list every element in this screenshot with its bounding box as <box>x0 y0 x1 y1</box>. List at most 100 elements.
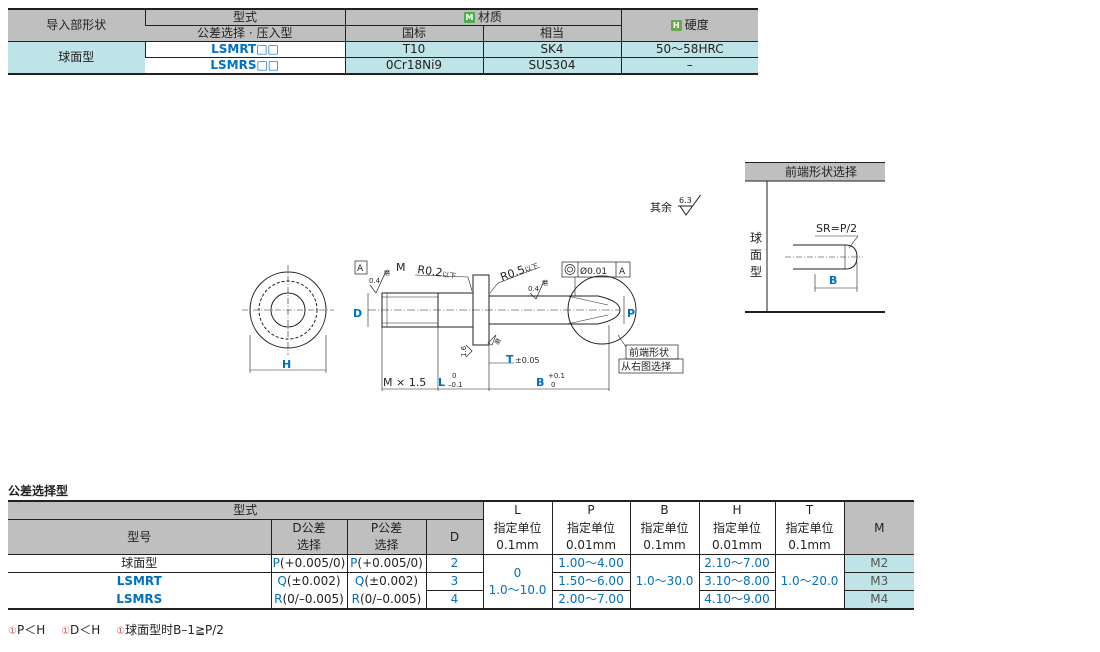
model-cell: 球面型 <box>8 554 271 573</box>
dim-P: P <box>627 307 635 320</box>
tip-label-2: 从右图选择 <box>621 360 671 373</box>
dim-L: L <box>438 376 445 389</box>
dim-M-length: M × 1.5 <box>383 376 426 389</box>
svg-text:Ø0.01: Ø0.01 <box>580 266 607 277</box>
p-tol-cell: Q(±0.002) <box>346 572 426 591</box>
roughness-symbol-icon <box>529 280 545 300</box>
end-view <box>242 265 334 373</box>
shape-box-title: 前端形状选择 <box>785 164 857 179</box>
h-range-cell: 2.10～7.00 <box>698 554 775 573</box>
header-tolerance-press: 公差选择 · 压入型 <box>145 25 345 42</box>
d-cell: 4 <box>425 590 483 610</box>
header-shape: 导入部形状 <box>8 8 145 42</box>
t-range-cell: 1.0～20.0 <box>774 554 844 610</box>
svg-text:磨: 磨 <box>493 337 503 346</box>
svg-text:–0.1: –0.1 <box>448 381 463 389</box>
svg-text:磨: 磨 <box>542 279 548 287</box>
footnotes: ①P＜H ①D＜H ①球面型时B–1≧P/2 <box>8 621 236 638</box>
header-m: M <box>843 500 914 555</box>
hardness-cell: – <box>620 57 758 75</box>
header-d: D <box>425 519 483 555</box>
note-marker-icon: ① <box>61 626 71 637</box>
d-tol-cell: Q(±0.002) <box>270 572 347 591</box>
footnote: ①P＜H <box>8 623 46 637</box>
p-tol-cell: R(0/–0.005) <box>346 590 426 610</box>
p-range-cell: 1.50～6.00 <box>551 572 630 591</box>
b-range-cell: 1.0～30.0 <box>629 554 699 610</box>
svg-text:0: 0 <box>452 372 456 380</box>
tolerance-table: 型式 L P B H T M 型号 D公差 P公差 D 指定单位 指定单位 指定… <box>8 500 914 610</box>
header-model: 型号 <box>8 519 271 555</box>
model-cell: LSMRS <box>8 590 271 610</box>
p-range-cell: 1.00～4.00 <box>551 554 630 573</box>
dim-H: H <box>282 358 291 371</box>
m-cell: M4 <box>843 590 914 610</box>
model-cell: LSMRT□□ <box>144 41 345 58</box>
hardness-cell: 50～58HRC <box>620 41 758 58</box>
header-t: T <box>774 500 844 520</box>
note-marker-icon: ① <box>8 626 17 637</box>
surface-note: 其余 <box>650 200 672 214</box>
radius-r05: R0.5以下 <box>499 258 540 284</box>
h-range-cell: 4.10～9.00 <box>698 590 775 610</box>
d-cell: 2 <box>425 554 483 573</box>
pin-side-view <box>368 274 637 346</box>
roughness-symbol-icon <box>369 270 387 294</box>
hemisphere-tip-icon <box>785 235 863 292</box>
svg-text:±0.05: ±0.05 <box>515 356 540 365</box>
material-tag-icon: M <box>463 12 475 23</box>
tolerance-table-title: 公差选择型 <box>8 484 69 498</box>
m-cell: M3 <box>843 572 914 591</box>
pin-technical-drawing: 其余 6.3 H D P A 0.4 磨 <box>242 195 702 391</box>
svg-text:磨: 磨 <box>384 269 390 277</box>
equiv-cell: SK4 <box>482 41 621 58</box>
header-type: 型式 <box>144 8 345 26</box>
svg-text:面: 面 <box>750 248 762 262</box>
header-p: P <box>551 500 630 520</box>
svg-text:0.4: 0.4 <box>369 277 381 285</box>
shape-name-cell: 球面型 <box>8 41 145 75</box>
thread-M: M <box>396 261 406 274</box>
svg-text:0: 0 <box>551 381 555 389</box>
svg-text:+0.1: +0.1 <box>548 372 565 380</box>
d-tol-cell: R(0/–0.005) <box>270 590 347 610</box>
equiv-cell: SUS304 <box>482 57 621 75</box>
roughness-symbol-icon <box>678 195 702 216</box>
header-equiv: 相当 <box>482 25 621 42</box>
gb-cell: 0Cr18Ni9 <box>344 57 483 75</box>
p-range-cell: 2.00～7.00 <box>551 590 630 610</box>
header-type: 型式 <box>8 500 483 520</box>
m-cell: M2 <box>843 554 914 573</box>
header-b: B <box>629 500 699 520</box>
svg-text:1.6: 1.6 <box>460 345 468 357</box>
d-cell: 3 <box>425 572 483 591</box>
p-tol-cell: P(+0.005/0) <box>346 554 426 573</box>
sr-label: SR=P/2 <box>816 222 857 235</box>
surface-value: 6.3 <box>679 196 692 205</box>
radius-r02: R0.2以下 <box>417 263 458 281</box>
note-marker-icon: ① <box>116 626 126 637</box>
svg-text:型: 型 <box>750 265 762 279</box>
hardness-tag-icon: H <box>670 20 682 31</box>
gb-cell: T10 <box>344 41 483 58</box>
svg-text:0.4: 0.4 <box>528 285 540 293</box>
b-label: B <box>829 274 837 287</box>
dim-D: D <box>353 307 362 320</box>
concentricity-frame <box>561 261 631 278</box>
header-h: H <box>698 500 775 520</box>
header-gb: 国标 <box>344 25 483 42</box>
footnote: ①D＜H <box>61 623 101 637</box>
dim-T: T <box>506 353 514 366</box>
d-tol-cell: P(+0.005/0) <box>270 554 347 573</box>
concentricity-icon <box>564 264 576 275</box>
svg-text:球: 球 <box>750 231 762 245</box>
tip-label-1: 前端形状 <box>629 346 669 359</box>
model-cell: LSMRT <box>116 574 162 589</box>
datum-A: A <box>357 264 364 274</box>
footnote: ①球面型时B–1≧P/2 <box>116 623 224 637</box>
header-l: L <box>482 500 552 520</box>
